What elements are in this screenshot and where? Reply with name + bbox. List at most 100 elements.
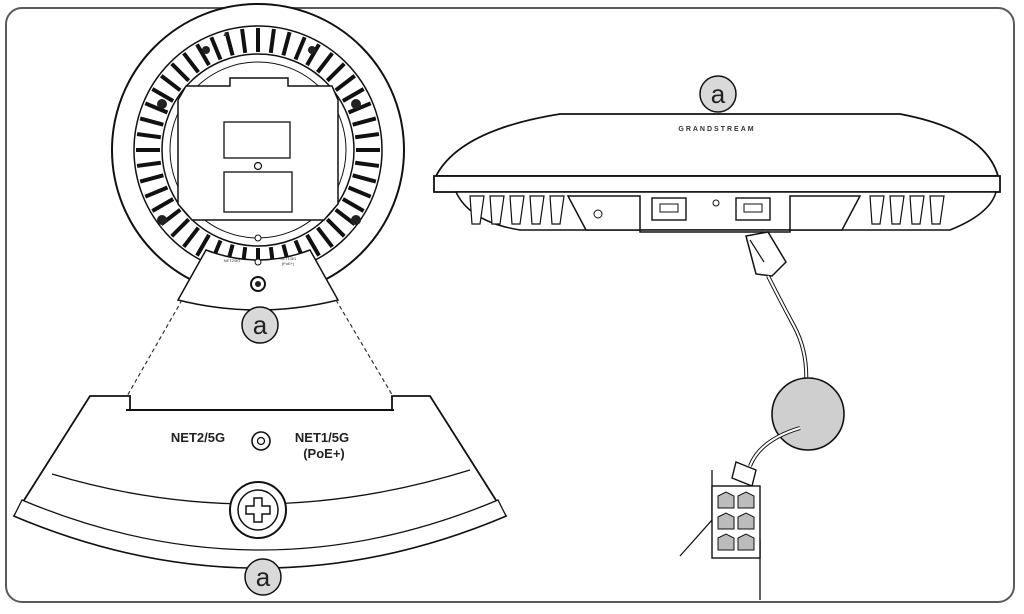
net1-label: NET1/5G	[295, 430, 349, 445]
heat-fin	[352, 173, 377, 184]
heat-fin	[170, 62, 191, 83]
ethernet-cable	[731, 231, 845, 487]
ap-side-reset	[712, 199, 720, 207]
heat-fin	[182, 226, 200, 249]
heat-fin	[224, 31, 235, 56]
rj45-plug	[745, 231, 787, 277]
cable-routing-circle	[771, 377, 845, 451]
brand-text: GRANDSTREAM	[678, 126, 755, 133]
heat-fin	[281, 31, 292, 56]
heat-fin	[159, 74, 182, 92]
ap-side-band	[433, 175, 1001, 193]
callout-a-top-left: a	[241, 306, 279, 344]
heat-fin	[209, 36, 223, 61]
side-fin	[889, 195, 905, 225]
ap-screw	[157, 99, 167, 109]
heat-fin	[151, 87, 175, 103]
ap-top-marker: ▲	[222, 31, 229, 38]
ap-bottom-view: NET2/5G NET1/5G (PoE+) ▲	[111, 3, 405, 311]
poe-label: (PoE+)	[303, 446, 345, 461]
heat-fin	[334, 74, 357, 92]
ap-small-net2-label: NET2/5G	[224, 258, 241, 263]
ap-net2-port-inner	[659, 203, 679, 213]
heat-fin	[347, 101, 372, 115]
jack-port	[717, 533, 735, 551]
heat-fin	[195, 43, 211, 67]
heat-fin	[182, 51, 200, 74]
callout-label: a	[711, 79, 726, 109]
closeup-reset-button-inner	[256, 436, 266, 446]
callout-label: a	[253, 310, 268, 340]
jack-ports	[717, 491, 755, 551]
jack-port	[737, 512, 755, 530]
side-fin	[529, 195, 545, 225]
heat-fin	[293, 36, 307, 61]
callout-circle	[241, 306, 279, 344]
heat-fin	[170, 217, 191, 238]
callout-circle	[244, 558, 282, 596]
heat-fin	[240, 28, 248, 54]
heat-fin	[316, 226, 334, 249]
ap-side-dome	[434, 113, 1000, 177]
heat-fin	[354, 132, 380, 140]
ap-screw	[308, 46, 316, 54]
callout-label: a	[256, 562, 271, 592]
wall-jack	[679, 470, 761, 600]
heat-fin	[354, 160, 380, 168]
heat-fin	[144, 185, 169, 199]
rj45-plug-clip	[749, 239, 765, 263]
ap-side-fins	[469, 195, 945, 225]
callout-circle	[699, 75, 737, 113]
cable-lower-inner	[749, 427, 801, 467]
zoom-line-left	[125, 299, 183, 399]
jack-port	[737, 533, 755, 551]
ap-net1-port-inner	[743, 203, 763, 213]
side-fin	[929, 195, 945, 225]
heat-fin	[151, 197, 175, 213]
jack-port	[737, 491, 755, 509]
ap-side-plug-detail	[593, 209, 603, 219]
heat-fin	[341, 197, 365, 213]
ap-plate-hole	[253, 161, 263, 171]
ap-screw	[351, 215, 361, 225]
ap-plate-hole-2	[254, 234, 262, 242]
ap-plate-slot-top	[223, 121, 291, 159]
heat-fin	[305, 233, 321, 257]
side-fin	[549, 195, 565, 225]
zoom-line-right	[335, 299, 395, 399]
heat-fin	[139, 173, 164, 184]
ap-plate-slot-bottom	[223, 171, 293, 213]
ap-screw	[157, 215, 167, 225]
heat-fin	[139, 116, 164, 127]
heat-fin	[347, 185, 372, 199]
ap-side-view: GRANDSTREAM	[433, 113, 1001, 233]
heat-fin	[268, 28, 276, 54]
jack-port	[717, 491, 735, 509]
heat-fin	[144, 101, 169, 115]
callout-a-top-right: a	[699, 75, 737, 113]
ap-screw	[202, 46, 210, 54]
heat-fin	[305, 43, 321, 67]
ap-small-poe-label: (PoE+)	[282, 261, 295, 266]
cable-line-inner	[767, 275, 808, 385]
callout-a-bottom-left: a	[244, 558, 282, 596]
ap-side-port-housing	[566, 195, 862, 233]
heat-fin	[325, 62, 346, 83]
heat-fin	[136, 132, 162, 140]
side-fin	[469, 195, 485, 225]
heat-fin	[195, 233, 211, 257]
side-fin	[909, 195, 925, 225]
heat-fin	[316, 51, 334, 74]
side-fin	[489, 195, 505, 225]
ap-reset-button	[254, 258, 262, 266]
heat-fin	[325, 217, 346, 238]
port-panel-closeup: NET2/5G NET1/5G (PoE+)	[12, 395, 508, 569]
ap-small-net1-label: NET1/5G	[280, 256, 297, 261]
closeup-screw-cross	[245, 497, 271, 523]
heat-fin	[352, 116, 377, 127]
heat-fin	[341, 87, 365, 103]
closeup-lower-curve	[13, 499, 507, 569]
side-fin	[869, 195, 885, 225]
ap-lock-screw-center	[255, 281, 261, 287]
